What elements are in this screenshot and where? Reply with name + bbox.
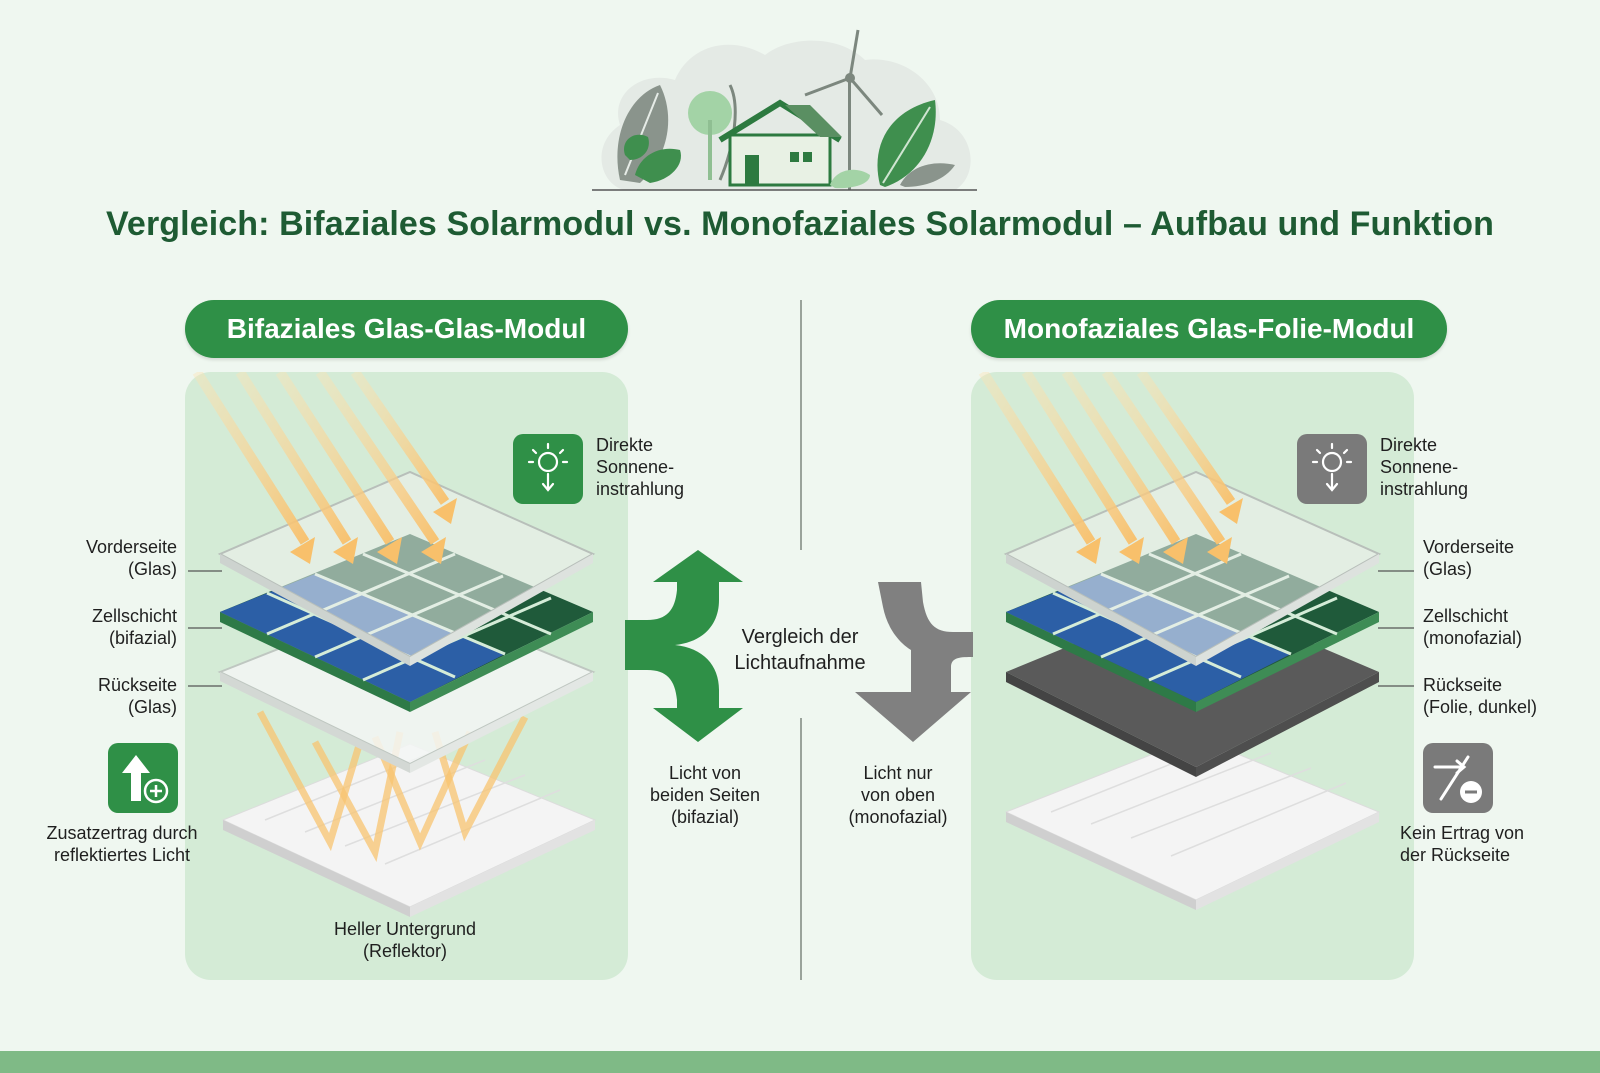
bifacial-ground-label: Heller Untergrund (Reflektor) bbox=[305, 918, 505, 962]
monofacial-front-label: Vorderseite (Glas) bbox=[1423, 536, 1514, 580]
monofacial-back-label: Rückseite (Folie, dunkel) bbox=[1423, 674, 1537, 718]
compare-label: Vergleich der Lichtaufnahme bbox=[695, 624, 905, 676]
bifacial-back-label: Rückseite (Glas) bbox=[20, 674, 177, 718]
sun-icon bbox=[1297, 434, 1367, 504]
monofacial-cell-label: Zellschicht (monofazial) bbox=[1423, 605, 1522, 649]
monofacial-sun-label: Direkte Sonnene- instrahlung bbox=[1380, 434, 1468, 500]
bifacial-sun-label: Direkte Sonnene- instrahlung bbox=[596, 434, 684, 500]
no-yield-icon bbox=[1423, 743, 1493, 813]
monofacial-note: Licht nur von oben (monofazial) bbox=[823, 762, 973, 828]
bifacial-cell-label: Zellschicht (bifazial) bbox=[20, 605, 177, 649]
bifacial-front-label: Vorderseite (Glas) bbox=[20, 536, 177, 580]
bifacial-note: Licht von beiden Seiten (bifazial) bbox=[630, 762, 780, 828]
monofacial-no-yield-label: Kein Ertrag von der Rückseite bbox=[1400, 822, 1524, 866]
footer-bar bbox=[0, 1051, 1600, 1073]
arrow-up-plus-icon bbox=[108, 743, 178, 813]
bifacial-extra-label: Zusatzertrag durch reflektiertes Licht bbox=[22, 822, 222, 866]
sun-icon bbox=[513, 434, 583, 504]
